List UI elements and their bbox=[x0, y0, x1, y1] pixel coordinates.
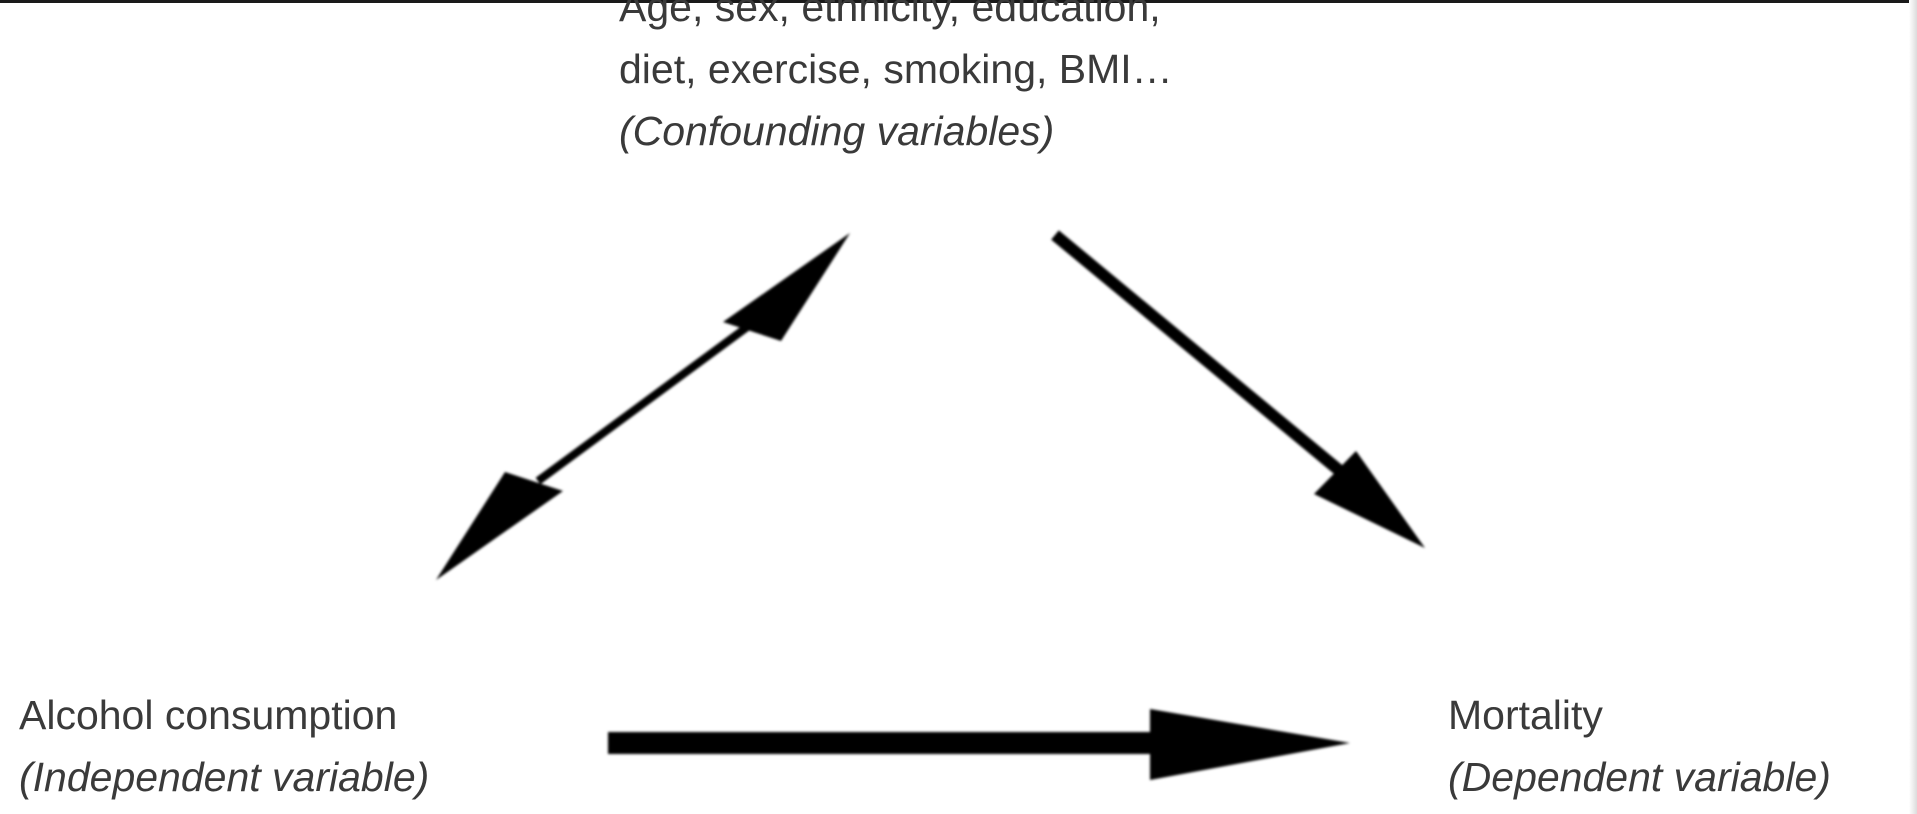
independent-mortality-arrow bbox=[608, 709, 1350, 780]
dependent-role: (Dependent variable) bbox=[1448, 754, 1831, 800]
top-border bbox=[0, 0, 1917, 3]
confounder-independent-arrow bbox=[436, 233, 850, 580]
dependent-name: Mortality bbox=[1448, 692, 1603, 738]
confounder-mortality-arrow bbox=[1051, 230, 1425, 548]
confounders-role: (Confounding variables) bbox=[619, 108, 1055, 154]
independent-node: Alcohol consumption (Independent variabl… bbox=[19, 684, 429, 808]
independent-role: (Independent variable) bbox=[19, 754, 430, 800]
right-border bbox=[1909, 0, 1917, 814]
confounders-line-2: diet, exercise, smoking, BMI… bbox=[619, 46, 1173, 92]
confounders-line-1: Age, sex, ethnicity, education, bbox=[619, 0, 1161, 30]
confounders-node: Age, sex, ethnicity, education, diet, ex… bbox=[619, 0, 1173, 162]
dependent-node: Mortality (Dependent variable) bbox=[1448, 684, 1831, 808]
independent-name: Alcohol consumption bbox=[19, 692, 398, 738]
